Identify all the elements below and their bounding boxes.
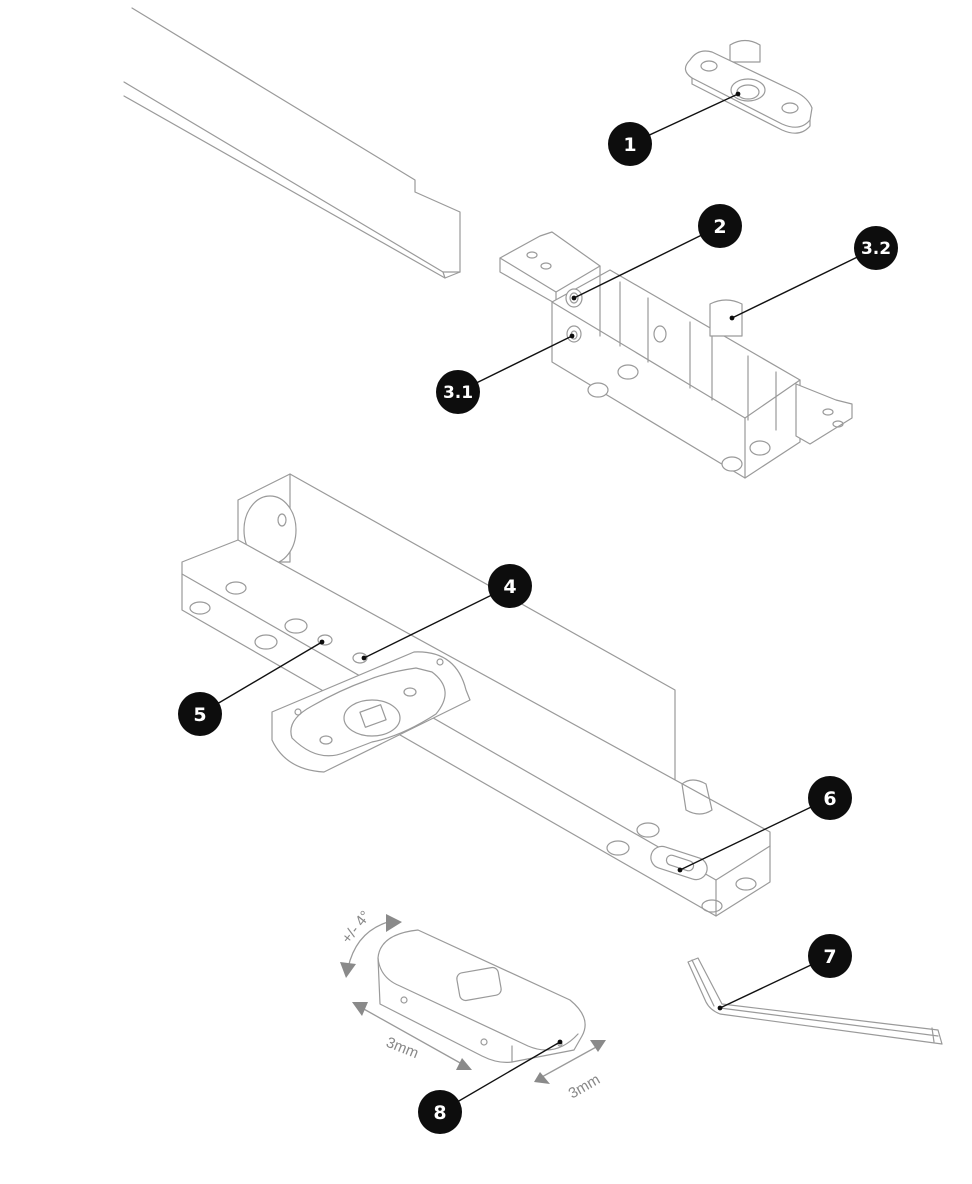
callout-8-label: 8 [433,1102,446,1124]
leader-2 [573,225,721,299]
callout-6: 6 [808,776,852,820]
rotation-label: +/- 4° [338,908,374,947]
leader-3-2 [731,247,877,319]
callout-7: 7 [808,934,852,978]
hex-key-part [687,957,943,1045]
spindle-plate-part [271,651,471,773]
callout-3-1-label: 3.1 [443,383,473,403]
leader-4 [363,585,511,659]
callout-3-1: 3.1 [436,370,480,414]
leader-5 [199,641,323,715]
callout-8: 8 [418,1090,462,1134]
pivot-plate-part [684,39,813,134]
callout-1: 1 [608,122,652,166]
callout-3-2-label: 3.2 [861,239,891,259]
callout-4-label: 4 [503,576,516,598]
callout-5-label: 5 [193,704,206,726]
top-bracket-part [499,231,853,479]
callout-5: 5 [178,692,222,736]
callout-1-label: 1 [623,134,636,156]
leader-6 [679,797,831,871]
callout-3-2: 3.2 [854,226,898,270]
width-label: 3mm [566,1071,603,1102]
adjustment-plate-part [377,929,586,1063]
callout-2: 2 [698,204,742,248]
door-rail-part [123,7,461,279]
leader-8 [439,1041,561,1113]
callout-7-label: 7 [823,946,836,968]
callout-4: 4 [488,564,532,608]
callout-2-label: 2 [713,216,726,238]
floor-spring-body-part [181,473,771,917]
callout-6-label: 6 [823,788,836,810]
